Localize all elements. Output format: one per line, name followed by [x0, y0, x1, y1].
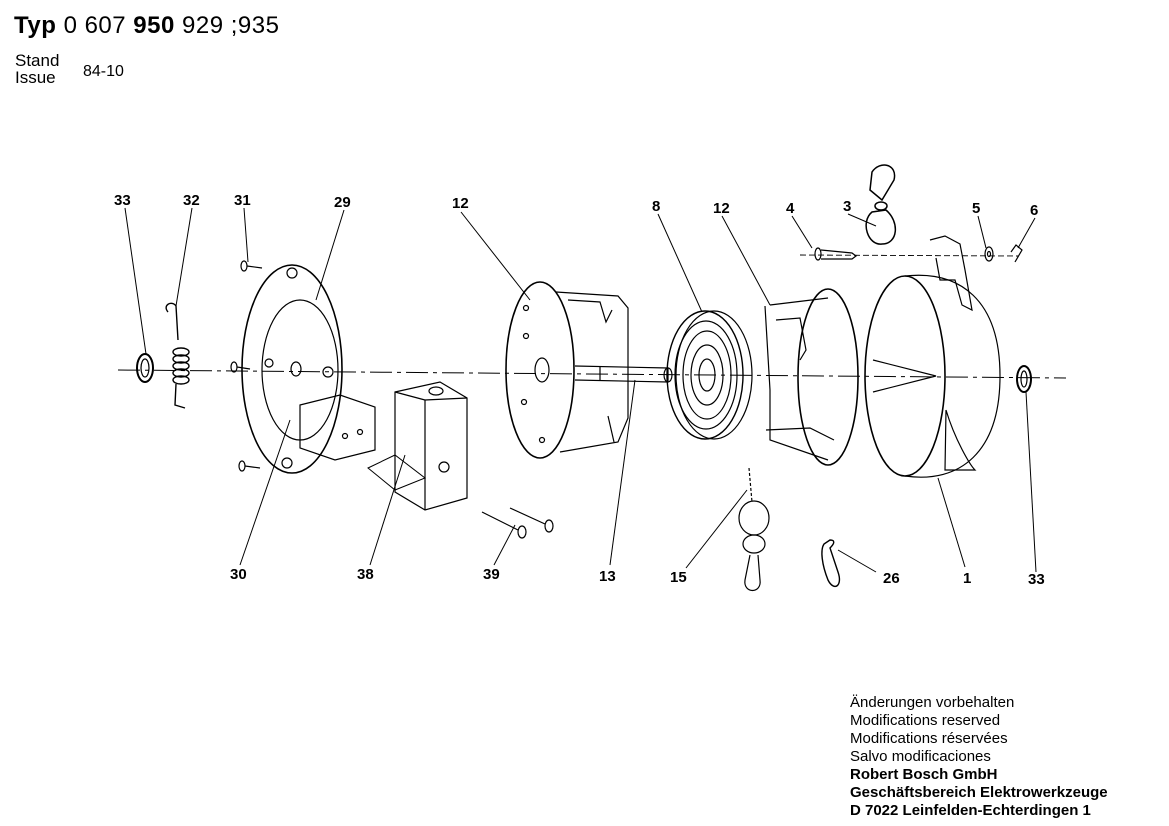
torsion-spring [165, 302, 190, 409]
main-housing [864, 235, 1001, 478]
mounting-bracket [299, 394, 376, 461]
callout-38: 38 [357, 566, 374, 583]
cotter-pin [1010, 244, 1023, 263]
callout-33-right: 33 [1028, 571, 1045, 588]
callout-26: 26 [883, 570, 900, 587]
callout-29: 29 [334, 194, 351, 211]
callout-31: 31 [234, 192, 251, 209]
long-screw-upper [509, 507, 554, 533]
part-prefix: 0 607 [63, 12, 127, 39]
callout-13: 13 [599, 568, 616, 585]
screw-top [240, 260, 263, 272]
footer-line-es: Salvo modificaciones [850, 748, 991, 765]
footer-line-fr: Modifications réservées [850, 730, 1008, 747]
footer-line-en: Modifications reserved [850, 712, 1001, 729]
footer-address: D 7022 Leinfelden-Echterdingen 1 [850, 802, 1091, 819]
pendant-switch [738, 467, 770, 592]
retaining-ring-left [136, 353, 154, 383]
field-coil [666, 310, 753, 440]
leader-lines [124, 207, 1037, 573]
stand-label: Stand [15, 51, 60, 70]
screw-middle [230, 361, 251, 373]
callout-4: 4 [786, 200, 795, 217]
screw-bottom [238, 460, 261, 472]
callout-15: 15 [670, 569, 687, 586]
callout-39: 39 [483, 566, 500, 583]
typ-label: Typ [14, 12, 57, 39]
footer-company: Robert Bosch GmbH [850, 766, 998, 783]
callout-8: 8 [652, 198, 660, 215]
center-axis [117, 369, 1067, 379]
callout-12-left: 12 [452, 195, 469, 212]
issue-label: Issue [15, 68, 56, 87]
callout-30: 30 [230, 566, 247, 583]
end-plate [241, 264, 343, 474]
callout-3: 3 [843, 198, 851, 215]
part-suffix: 929 ;935 [182, 12, 280, 39]
type-number: Typ 0 607 950 929 ;935 [14, 12, 279, 40]
callout-5: 5 [972, 200, 980, 217]
footer-line-de: Änderungen vorbehalten [850, 694, 1015, 711]
callout-32: 32 [183, 192, 200, 209]
callout-33-left: 33 [114, 192, 131, 209]
callout-6: 6 [1030, 202, 1038, 219]
part-bold: 950 [133, 12, 175, 39]
switch-box [367, 381, 468, 511]
rotor-housing-left [505, 281, 629, 459]
retaining-ring-right [1016, 365, 1032, 393]
shaft [574, 365, 673, 383]
pin [799, 247, 1019, 261]
footer-division: Geschäftsbereich Elektrowerkzeuge [850, 784, 1108, 801]
swivel-shackle [865, 164, 896, 245]
snap-hook [821, 539, 841, 588]
stand-issue-label: Stand Issue [15, 52, 59, 86]
issue-date: 84-10 [83, 63, 124, 80]
long-screw-lower [481, 511, 527, 539]
callout-12-right: 12 [713, 200, 730, 217]
stator-housing-right [764, 288, 859, 466]
footer-notice: Änderungen vorbehalten Modifications res… [850, 694, 1108, 820]
washer [984, 246, 994, 262]
callout-1: 1 [963, 570, 971, 587]
